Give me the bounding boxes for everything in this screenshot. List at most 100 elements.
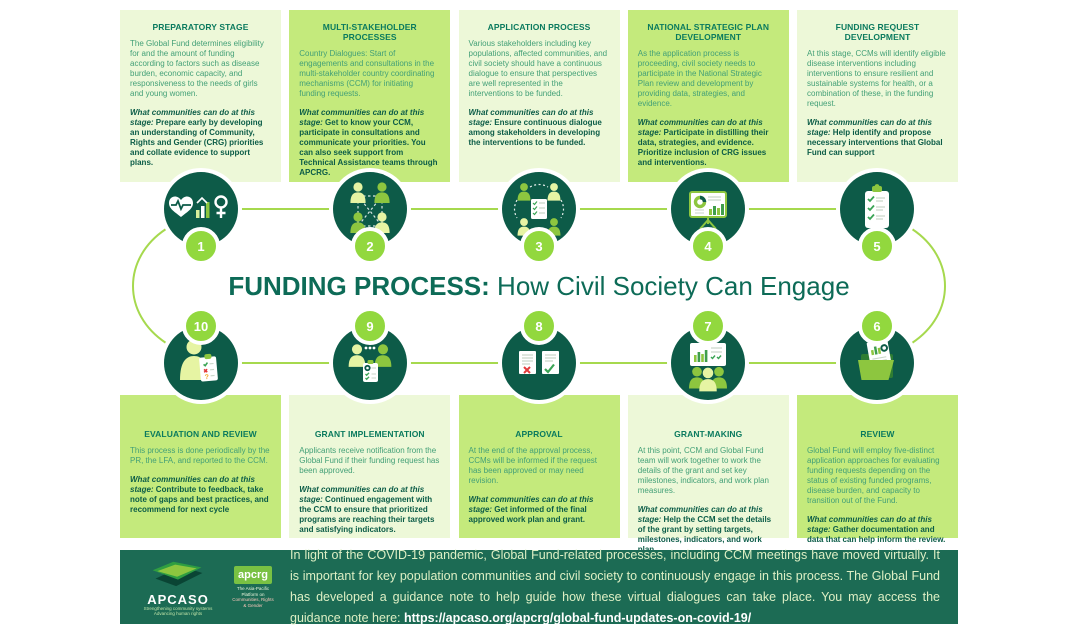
stage-number-badge: 10 [182, 307, 220, 345]
stage-number: 4 [704, 238, 712, 254]
stage-description: At this stage, CCMs will identify eligib… [807, 49, 946, 108]
apcaso-tagline-1: Strengthening community systems [143, 605, 213, 611]
stage-number: 6 [873, 318, 881, 334]
cta-label: What communities can do at this stage: [807, 515, 932, 534]
cta-text: Help identify and propose necessary inte… [807, 128, 943, 157]
stage-number-badge: 2 [351, 227, 389, 265]
stage-card-9: GRANT IMPLEMENTATION Applicants receive … [289, 395, 451, 538]
stage-title: GRANT IMPLEMENTATION [314, 429, 425, 439]
cta-label: What communities can do at this stage: [468, 495, 594, 514]
stage-title: NATIONAL STRATEGIC PLAN DEVELOPMENT [647, 22, 770, 42]
health-gender-metrics-icon [169, 195, 228, 218]
footer-message: In light of the COVID-19 pandemic, Globa… [290, 545, 940, 629]
stage-number-badge: 4 [689, 227, 727, 265]
stage-title: MULTI-STAKEHOLDER PROCESSES [322, 22, 417, 42]
stage-title: REVIEW [860, 429, 895, 439]
cta-text: Prepare early by developing an understan… [130, 118, 264, 167]
stage-cta: What communities can do at this stage: P… [638, 118, 779, 168]
stage-description: Applicants receive notification from the… [299, 446, 440, 475]
evaluator-checklist-icon: ? [180, 339, 218, 382]
stage-card-1: PREPARATORY STAGE The Global Fund determ… [120, 10, 281, 182]
cta-text: Get informed of the final approved work … [468, 505, 587, 524]
stage-description: As the application process is proceeding… [637, 49, 762, 108]
title-regular: How Civil Society Can Engage [489, 271, 850, 301]
cta-text: Participate in distilling their data, st… [637, 128, 769, 167]
stage-number-badge: 9 [351, 307, 389, 345]
stage-card-10: EVALUATION AND REVIEW This process is do… [120, 395, 281, 538]
stage-cta: What communities can do at this stage: G… [469, 495, 610, 525]
data-presentation-icon [689, 191, 727, 230]
stage-title: APPROVAL [515, 429, 563, 439]
stage-cta: What communities can do at this stage: C… [130, 475, 271, 515]
stage-title: APPLICATION PROCESS [487, 22, 591, 32]
stage-cta: What communities can do at this stage: G… [299, 108, 440, 178]
stage-card-2: MULTI-STAKEHOLDER PROCESSES Country Dial… [289, 10, 451, 182]
stage-description: Global Fund will employ five-distinct ap… [807, 446, 940, 505]
stage-cta: What communities can do at this stage: G… [807, 515, 948, 545]
stage-description: The Global Fund determines eligibility f… [130, 39, 264, 98]
cta-label: What communities can do at this stage: [637, 505, 763, 524]
apcrg-logo: apcrg The Asia-Pacific Platform on Commu… [232, 566, 274, 608]
stage-cta: What communities can do at this stage: C… [299, 485, 440, 535]
cta-label: What communities can do at this stage: [299, 108, 425, 127]
stage-number: 10 [193, 318, 209, 334]
stage-card-5: FUNDING REQUEST DEVELOPMENT At this stag… [797, 10, 958, 182]
cta-text: Get to know your CCM, participate in con… [299, 118, 438, 177]
page-title: FUNDING PROCESS: How Civil Society Can E… [120, 271, 958, 302]
cta-label: What communities can do at this stage: [468, 108, 594, 127]
stage-card-7: GRANT-MAKING At this point, CCM and Glob… [627, 395, 789, 554]
title-bold: FUNDING PROCESS: [228, 271, 490, 301]
stage-cta: What communities can do at this stage: H… [807, 118, 948, 158]
stakeholder-network-icon [350, 182, 390, 233]
stage-description: Various stakeholders including key popul… [468, 39, 608, 98]
stage-card-3: APPLICATION PROCESS Various stakeholders… [458, 10, 620, 182]
apcrg-name: apcrg [234, 566, 272, 584]
stage-circle-4 [671, 172, 745, 246]
stage-description: At this point, CCM and Global Fund team … [637, 446, 769, 495]
stage-circle-7 [671, 326, 745, 400]
stage-title: FUNDING REQUEST DEVELOPMENT [835, 22, 920, 42]
stage-cta: What communities can do at this stage: H… [638, 505, 779, 555]
stage-number: 3 [535, 238, 543, 254]
stage-number: 9 [366, 318, 374, 334]
stage-number-badge: 7 [689, 307, 727, 345]
cta-label: What communities can do at this stage: [130, 475, 255, 494]
checklist-clipboard-icon [865, 184, 889, 228]
stage-number: 7 [704, 318, 712, 334]
stage-description: At the end of the approval process, CCMs… [468, 446, 598, 485]
apcaso-tagline-2: Advancing human rights [153, 611, 203, 616]
stage-circle-10: ? [164, 326, 238, 400]
cta-text: Ensure continuous dialogue among stakeho… [468, 118, 602, 147]
cta-label: What communities can do at this stage: [637, 118, 763, 137]
stage-card-8: APPROVAL At the end of the approval proc… [458, 395, 620, 538]
stage-number-badge: 8 [520, 307, 558, 345]
stage-title: EVALUATION AND REVIEW [144, 429, 257, 439]
footer-message-text: In light of the COVID-19 pandemic, Globa… [290, 548, 940, 625]
apcaso-flag-icon [152, 561, 203, 586]
negotiation-clipboard-icon [348, 344, 392, 382]
team-planning-board-icon [689, 343, 727, 392]
stage-title: GRANT-MAKING [674, 429, 743, 439]
stage-number: 8 [535, 318, 543, 334]
footer-bar: APCASO Strengthening community systems A… [120, 548, 958, 625]
apcaso-logo: APCASO Strengthening community systems A… [140, 558, 216, 617]
stage-cta: What communities can do at this stage: E… [469, 108, 610, 148]
stage-number: 5 [873, 238, 881, 254]
apcrg-line-2: Communities, Rights & Gender [232, 597, 274, 608]
cta-label: What communities can do at this stage: [807, 118, 932, 137]
stage-card-4: NATIONAL STRATEGIC PLAN DEVELOPMENT As t… [627, 10, 789, 182]
stage-cta: What communities can do at this stage: P… [130, 108, 271, 168]
bottom-stage-row: EVALUATION AND REVIEW This process is do… [120, 395, 958, 554]
stage-number: 2 [366, 238, 374, 254]
approved-rejected-documents-icon [519, 351, 559, 374]
stage-circle-8 [502, 326, 576, 400]
document-folder-icon [858, 339, 894, 380]
guidance-note-link[interactable]: https://apcaso.org/apcrg/global-fund-upd… [403, 611, 752, 625]
cta-text: Continued engagement with the CCM to ens… [299, 495, 435, 534]
stage-number: 1 [197, 238, 205, 254]
stage-description: This process is done periodically by the… [130, 446, 270, 465]
stage-description: Country Dialogues: Start of engagements … [299, 49, 435, 98]
cta-text: Contribute to feedback, take note of gap… [130, 485, 269, 514]
cta-text: Gather documentation and data that can h… [807, 525, 946, 544]
